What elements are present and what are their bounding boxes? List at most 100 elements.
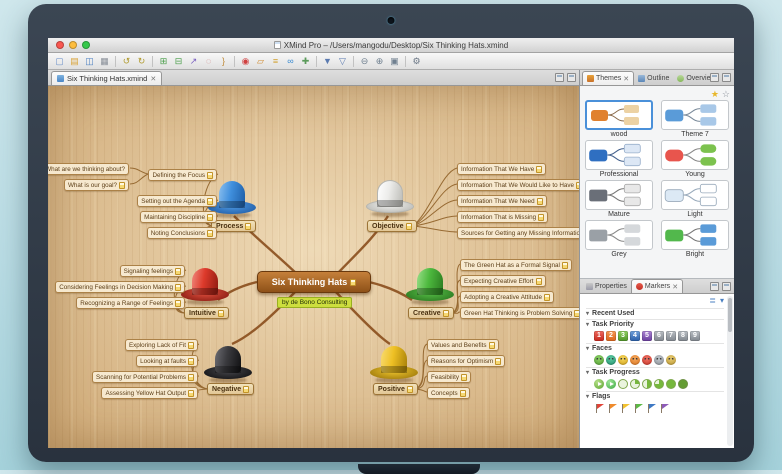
attachment-icon[interactable]: ✚ — [301, 55, 310, 66]
topic[interactable]: Expecting Creative Effort — [460, 275, 546, 287]
notes-icon[interactable] — [544, 293, 551, 301]
topic[interactable]: Feasibility — [427, 371, 471, 383]
face-smile-marker[interactable] — [594, 355, 604, 365]
theme-grey[interactable]: Grey — [584, 220, 654, 258]
positive-hat-icon[interactable] — [370, 343, 418, 383]
minimize-pane-icon[interactable] — [555, 73, 564, 82]
priority-8-marker[interactable]: 8 — [678, 331, 688, 341]
notes-icon[interactable] — [175, 267, 181, 275]
task-0-marker[interactable] — [618, 379, 628, 389]
notes-icon[interactable] — [535, 277, 542, 285]
priority-2-marker[interactable]: 2 — [606, 331, 616, 341]
maximize-pane-icon[interactable] — [722, 73, 731, 82]
notes-icon[interactable]: ≡ — [272, 55, 279, 66]
maximize-pane-icon[interactable] — [722, 282, 731, 291]
scrollbar-thumb[interactable] — [728, 298, 732, 332]
notes-icon[interactable] — [442, 309, 449, 317]
topic[interactable]: Information That We Would Like to Have — [457, 179, 579, 191]
notes-icon[interactable] — [561, 261, 568, 269]
notes-icon[interactable] — [576, 181, 579, 189]
save-icon[interactable]: ◫ — [85, 55, 94, 66]
summary-icon[interactable]: } — [221, 55, 225, 66]
tab-themes[interactable]: Themes ✕ — [582, 71, 635, 85]
notes-icon[interactable] — [574, 309, 579, 317]
notes-icon[interactable] — [188, 357, 194, 365]
tab-six-thinking-hats[interactable]: Six Thinking Hats.xmind ✕ — [51, 71, 163, 85]
task-pause-marker[interactable] — [606, 379, 616, 389]
topic[interactable]: Green Hat Thinking is Problem Solving — [460, 307, 579, 319]
zoom-in-icon[interactable]: ⊕ — [375, 55, 384, 66]
tab-overview[interactable]: Overview — [673, 71, 719, 85]
objective-hat-icon[interactable] — [366, 177, 414, 217]
notes-icon[interactable] — [350, 278, 357, 286]
close-button[interactable] — [56, 41, 64, 49]
boundary-icon[interactable]: ◌ — [205, 55, 212, 66]
face-laugh-marker[interactable] — [606, 355, 616, 365]
branch-intuitive[interactable]: Intuitive — [184, 307, 229, 319]
open-icon[interactable]: ▤ — [70, 55, 79, 66]
notes-icon[interactable] — [217, 309, 224, 317]
notes-icon[interactable] — [536, 165, 543, 173]
notes-icon[interactable] — [188, 373, 194, 381]
manage-themes-icon[interactable]: ☆ — [721, 88, 730, 99]
scrollbar[interactable] — [727, 296, 733, 446]
tab-close-icon[interactable]: ✕ — [623, 75, 630, 83]
hyperlink-icon[interactable]: ∞ — [287, 55, 294, 66]
priority-1-marker[interactable]: 1 — [594, 331, 604, 341]
task-done-marker[interactable] — [666, 379, 676, 389]
creative-hat-icon[interactable] — [406, 265, 454, 305]
minimize-pane-icon[interactable] — [710, 73, 719, 82]
notes-icon[interactable] — [207, 171, 213, 179]
task-3quarter-marker[interactable] — [654, 379, 664, 389]
notes-icon[interactable] — [188, 341, 194, 349]
branch-process[interactable]: Process — [211, 220, 257, 232]
theme-mature[interactable]: Mature — [584, 180, 654, 218]
notes-icon[interactable] — [207, 229, 213, 237]
collapse-icon[interactable]: ▾ — [586, 370, 590, 376]
theme-light[interactable]: Light — [660, 180, 730, 218]
priority-3-marker[interactable]: 3 — [618, 331, 628, 341]
marker-icon[interactable]: ◉ — [241, 55, 250, 66]
window-titlebar[interactable]: XMind Pro – /Users/mangodu/Desktop/Six T… — [48, 38, 734, 53]
theme-bright[interactable]: Bright — [660, 220, 730, 258]
topic[interactable]: The Green Hat as a Formal Signal — [460, 259, 572, 271]
topic[interactable]: Maintaining Discipline — [140, 211, 217, 223]
branch-negative[interactable]: Negative — [207, 383, 255, 395]
flag-red-marker[interactable] — [594, 403, 605, 414]
face-angry-marker[interactable] — [630, 355, 640, 365]
face-cheer-marker[interactable] — [666, 355, 676, 365]
topic[interactable]: Sources for Getting any Missing Informat… — [457, 227, 579, 239]
notes-icon[interactable] — [406, 385, 413, 393]
branch-objective[interactable]: Objective — [367, 220, 417, 232]
flag-yellow-marker[interactable] — [620, 403, 631, 414]
theme-7[interactable]: Theme 7 — [660, 100, 730, 138]
minimize-button[interactable] — [69, 41, 77, 49]
tab-markers[interactable]: Markers ✕ — [630, 279, 684, 293]
notes-icon[interactable] — [461, 373, 467, 381]
face-surprise-marker[interactable] — [618, 355, 628, 365]
flag-blue-marker[interactable] — [646, 403, 657, 414]
tab-outline[interactable]: Outline — [634, 71, 673, 85]
insert-subtopic-icon[interactable]: ⊟ — [174, 55, 183, 66]
flag-orange-marker[interactable] — [607, 403, 618, 414]
theme-wood[interactable]: wood — [584, 100, 654, 138]
maximize-pane-icon[interactable] — [567, 73, 576, 82]
intuitive-hat-icon[interactable] — [181, 265, 229, 305]
insert-topic-icon[interactable]: ⊞ — [159, 55, 168, 66]
theme-young[interactable]: Young — [660, 140, 730, 178]
notes-icon[interactable] — [536, 197, 543, 205]
topic[interactable]: Noting Conclusions — [146, 227, 217, 239]
default-theme-star-icon[interactable]: ★ — [710, 88, 719, 99]
notes-icon[interactable] — [207, 213, 213, 221]
marker-menu-icon[interactable]: ▾ — [719, 296, 724, 305]
priority-4-marker[interactable]: 4 — [630, 331, 640, 341]
fit-map-icon[interactable]: ▣ — [390, 55, 399, 66]
print-icon[interactable]: ▦ — [100, 55, 109, 66]
theme-professional[interactable]: Professional — [584, 140, 654, 178]
tab-close-icon[interactable]: ✕ — [672, 283, 679, 291]
topic[interactable]: Concepts — [427, 387, 470, 399]
task-start-marker[interactable] — [594, 379, 604, 389]
task-complete-marker[interactable] — [678, 379, 688, 389]
new-workbook-icon[interactable]: ▢ — [55, 55, 64, 66]
topic[interactable]: Assessing Yellow Hat Output — [101, 387, 198, 399]
